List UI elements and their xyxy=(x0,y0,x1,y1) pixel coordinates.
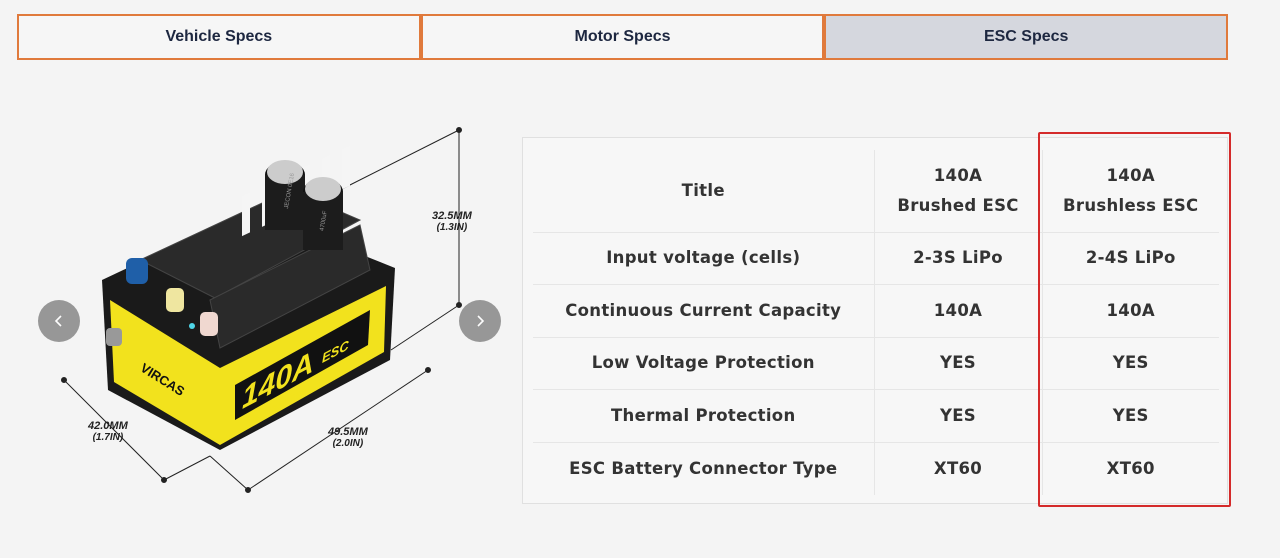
dim-width: 42.0MM (1.7IN) xyxy=(88,420,128,443)
spec-tabs: Vehicle Specs Motor Specs ESC Specs xyxy=(17,14,1229,60)
tab-esc-specs[interactable]: ESC Specs xyxy=(824,14,1229,60)
row-label: Continuous Current Capacity xyxy=(533,284,875,338)
row-value-brushless: YES xyxy=(1042,337,1219,391)
table-row: Low Voltage Protection YES YES xyxy=(533,337,1219,391)
table-row: Input voltage (cells) 2-3S LiPo 2-4S LiP… xyxy=(533,232,1219,286)
table-row: Continuous Current Capacity 140A 140A xyxy=(533,284,1219,338)
row-value-brushless: XT60 xyxy=(1106,458,1155,478)
carousel-next-button[interactable] xyxy=(459,300,501,342)
row-label: Input voltage (cells) xyxy=(533,232,875,286)
row-value-brushed: YES xyxy=(874,389,1043,443)
carousel-prev-button[interactable] xyxy=(38,300,80,342)
table-row: ESC Battery Connector Type XT60 XT60 xyxy=(533,442,1219,495)
dim-height: 32.5MM (1.3IN) xyxy=(432,210,472,233)
header-brushless: 140A Brushless ESC xyxy=(1042,150,1219,233)
row-label: Low Voltage Protection xyxy=(533,337,875,391)
row-label: Thermal Protection xyxy=(533,389,875,443)
esc-specs-table: Title 140A Brushed ESC 140A Brushless ES… xyxy=(533,150,1219,495)
row-value-brushless: YES xyxy=(1042,389,1219,443)
chevron-left-icon xyxy=(54,315,62,327)
row-label: ESC Battery Connector Type xyxy=(533,442,875,495)
esc-product-image: 32.5MM (1.3IN) 42.0MM (1.7IN) 49.5MM (2.… xyxy=(30,100,510,520)
row-value-brushed: XT60 xyxy=(874,442,1043,495)
row-value-brushless: 140A xyxy=(1042,284,1219,338)
table-header-row: Title 140A Brushed ESC 140A Brushless ES… xyxy=(533,150,1219,233)
tab-motor-specs[interactable]: Motor Specs xyxy=(420,14,825,60)
esc-specs-table-card: Title 140A Brushed ESC 140A Brushless ES… xyxy=(522,137,1228,504)
row-value-brushed: 140A xyxy=(874,284,1043,338)
row-value-brushed: YES xyxy=(874,337,1043,391)
header-brushed: 140A Brushed ESC xyxy=(874,150,1043,233)
table-row: Thermal Protection YES YES xyxy=(533,389,1219,443)
tab-vehicle-specs[interactable]: Vehicle Specs xyxy=(17,14,421,60)
header-title: Title xyxy=(533,150,875,233)
row-value-brushed: 2-3S LiPo xyxy=(874,232,1043,286)
chevron-right-icon xyxy=(477,315,485,327)
dim-length: 49.5MM (2.0IN) xyxy=(328,426,368,449)
row-value-brushless: 2-4S LiPo xyxy=(1042,232,1219,286)
